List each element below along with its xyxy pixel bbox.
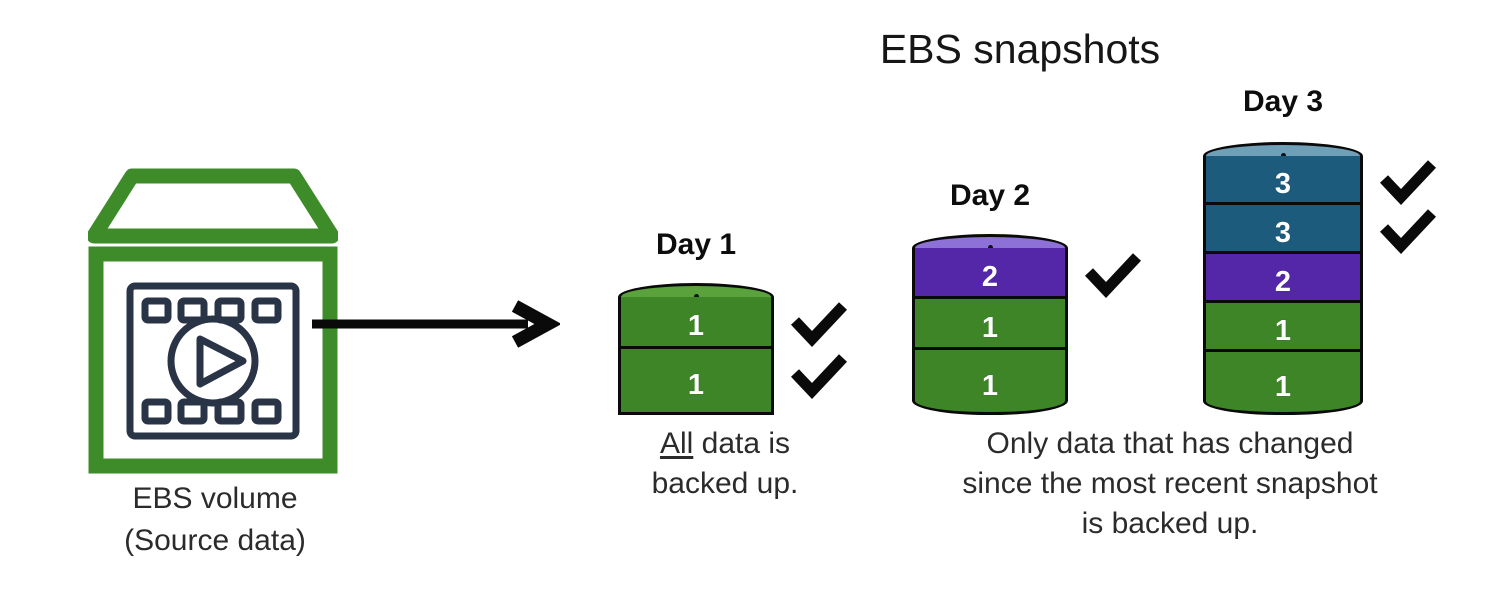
ebs-volume-label-line2: (Source data) bbox=[124, 524, 306, 557]
ebs-volume-label: EBS volume (Source data) bbox=[55, 478, 375, 562]
volume-lid-shape bbox=[86, 168, 340, 244]
segment-value: 1 bbox=[981, 369, 999, 402]
snapshot-stack-day2: Day 2 2 1 1 bbox=[912, 179, 1142, 427]
segment-value: 1 bbox=[981, 311, 999, 344]
sprocket-hole bbox=[251, 297, 282, 324]
snapshot-stack-day3: Day 3 3 3 2 1 1 bbox=[1203, 85, 1437, 427]
ebs-volume-icon bbox=[86, 168, 340, 478]
caption-days23-line2: since the most recent snapshot bbox=[962, 467, 1378, 500]
checkmark-icon bbox=[1084, 252, 1142, 298]
segment-value: 2 bbox=[1274, 265, 1292, 298]
page-title: EBS snapshots bbox=[879, 26, 1161, 72]
sprocket-hole bbox=[177, 398, 208, 425]
ebs-volume-label-line1: EBS volume bbox=[132, 482, 298, 515]
caption-days23-line1: Only data that has changed bbox=[986, 427, 1354, 460]
snapshot-segment: 3 bbox=[1203, 156, 1363, 205]
caption-day1-rest: data is bbox=[693, 427, 791, 460]
sprocket-hole bbox=[177, 297, 208, 324]
cylinder-center-dot bbox=[1281, 153, 1286, 158]
segment-value: 1 bbox=[687, 310, 705, 342]
snapshot-segment: 1 bbox=[912, 299, 1068, 350]
cylinder-center-dot bbox=[988, 245, 993, 250]
play-circle-icon bbox=[167, 315, 259, 407]
snapshot-segment: 1 bbox=[1203, 303, 1363, 352]
checkmark-icon bbox=[1379, 208, 1437, 254]
stack-label-day3: Day 3 bbox=[1242, 85, 1324, 118]
snapshot-segment: 1 bbox=[618, 349, 774, 415]
caption-days23: Only data that has changed since the mos… bbox=[880, 424, 1460, 544]
caption-days23-line3: is backed up. bbox=[1081, 507, 1259, 540]
caption-day1-line1: All data is bbox=[590, 424, 860, 464]
segment-value: 3 bbox=[1274, 167, 1292, 200]
film-strip-frame bbox=[126, 282, 300, 440]
checkmark-icon bbox=[1379, 159, 1437, 205]
caption-day1-line2: backed up. bbox=[651, 467, 799, 500]
segment-value: 2 bbox=[981, 260, 999, 293]
snapshot-segment: 3 bbox=[1203, 205, 1363, 254]
checkmark-icon bbox=[790, 353, 848, 400]
sprocket-hole bbox=[141, 398, 172, 425]
sprocket-hole bbox=[251, 398, 282, 425]
volume-body-shape bbox=[88, 246, 338, 474]
snapshot-segment: 1 bbox=[912, 350, 1068, 415]
checkmark-icon bbox=[790, 301, 848, 348]
stack-label-day2: Day 2 bbox=[949, 179, 1031, 212]
stack-label-day1: Day 1 bbox=[655, 228, 737, 261]
snapshot-segment: 1 bbox=[618, 297, 774, 349]
sprocket-hole bbox=[141, 297, 172, 324]
snapshot-segment: 2 bbox=[1203, 254, 1363, 303]
segment-value: 1 bbox=[1274, 370, 1292, 403]
caption-day1: All data is backed up. bbox=[590, 424, 860, 504]
snapshot-stack-day1: Day 1 1 1 bbox=[618, 228, 848, 427]
caption-day1-emphasis: All bbox=[659, 427, 694, 460]
snapshot-segment: 2 bbox=[912, 248, 1068, 299]
play-triangle-icon bbox=[196, 335, 247, 388]
snapshot-segment: 1 bbox=[1203, 352, 1363, 415]
segment-value: 1 bbox=[687, 369, 705, 401]
cylinder-center-dot bbox=[694, 294, 699, 299]
right-arrow-icon bbox=[310, 300, 562, 348]
segment-value: 3 bbox=[1274, 216, 1292, 249]
segment-value: 1 bbox=[1274, 314, 1292, 347]
